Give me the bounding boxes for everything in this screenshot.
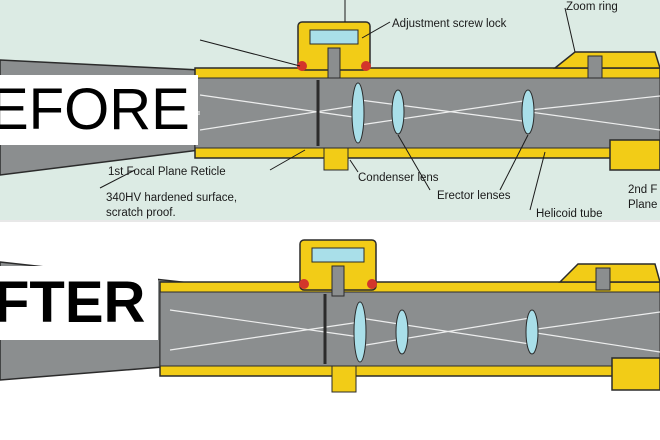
inner-tube [194,77,660,149]
label-second-fp-line1: 2nd F [628,184,657,196]
label-hardened-line1: 340HV hardened surface, [106,192,237,204]
label-helicoid-tube: Helicoid tube [536,208,602,220]
ocular-housing [611,357,660,391]
seal-ring-left [297,61,307,71]
leader-lines [99,0,576,211]
erector-lens-1 [391,89,405,135]
after-big-text: FTER [0,270,146,335]
label-condenser-lens: Condenser lens [358,172,439,184]
scope-cutaway-before: Adjustment screw lock Zoom ring 1st Foca… [0,0,660,220]
seal-ring-left [299,279,309,289]
after-panel: FTER [0,222,660,440]
zoom-ring-pin [587,55,603,79]
label-reticle: 1st Focal Plane Reticle [108,166,226,178]
turret-cap-window [311,247,365,263]
erector-lens-2 [521,89,535,135]
panel-divider [0,220,660,222]
condenser-lens [351,82,365,144]
before-panel: Adjustment screw lock Zoom ring 1st Foca… [0,0,660,220]
label-zoom-ring: Zoom ring [566,1,618,13]
zoom-ring-housing [552,51,660,69]
before-badge [0,75,198,145]
label-adjustment-screw-lock: Adjustment screw lock [392,18,507,30]
before-big-text: EFORE [0,77,190,142]
erector-lens-1 [395,309,409,355]
erector-lens-2 [525,309,539,355]
seal-ring-right [367,279,377,289]
condenser-lens [353,301,367,363]
zoom-ring-pin [595,267,611,291]
windage-screw [323,147,349,171]
light-rays [169,309,660,353]
turret-screw [327,47,341,79]
label-erector-lenses: Erector lenses [437,190,511,202]
inner-tube [159,291,660,367]
label-hardened-line2: scratch proof. [106,207,176,219]
ocular-housing [609,139,660,171]
turret-screw [331,265,345,297]
seal-ring-right [361,61,371,71]
windage-screw [331,365,357,393]
after-badge [0,266,158,340]
turret-cap-window [309,29,359,45]
label-second-fp-line2: Plane [628,199,657,211]
